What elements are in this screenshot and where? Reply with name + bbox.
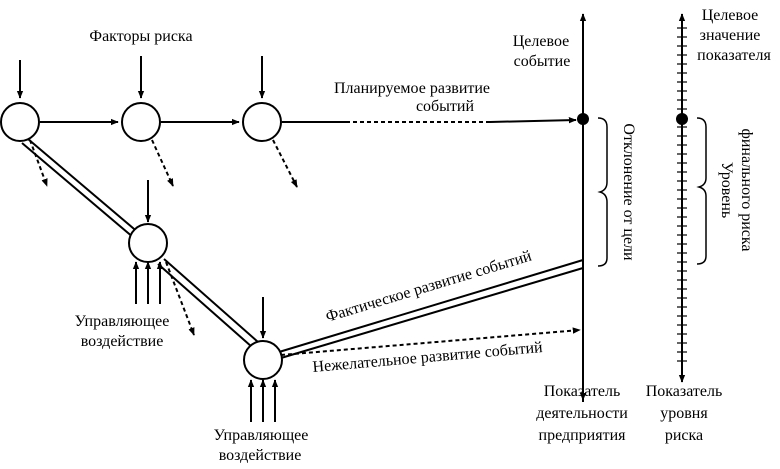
performance-axis-label-line2: деятельности xyxy=(536,405,628,422)
planned-label-line1: Планируемое развитие xyxy=(334,80,490,97)
control-label-1-line2: воздействие xyxy=(81,333,164,350)
event-node xyxy=(0,102,40,142)
control-label-2-line1: Управляющее xyxy=(214,427,309,444)
target-event-point xyxy=(577,113,589,125)
actual-path xyxy=(21,138,584,359)
dashed-branches xyxy=(29,139,298,336)
planned-label-line2: событий xyxy=(416,98,475,115)
performance-axis-label-line1: Показатель xyxy=(544,383,621,400)
undesired-path-arrow xyxy=(280,327,581,356)
target-event-label-line1: Целевое xyxy=(513,33,569,50)
event-node xyxy=(121,102,161,142)
deviation-label: Отклонение от цели xyxy=(620,123,637,261)
undesired-path-label: Нежелательное развитие событий xyxy=(312,339,544,376)
event-node xyxy=(128,223,168,263)
risk-factor-arrows xyxy=(16,56,267,339)
final-risk-brace xyxy=(696,117,707,265)
risk-level-axis xyxy=(677,13,687,383)
risk-axis-ticks xyxy=(677,27,687,362)
planned-path xyxy=(40,116,577,126)
event-node xyxy=(243,340,283,380)
control-label-2-line2: воздействие xyxy=(219,447,302,464)
risk-axis-label-line1: Показатель xyxy=(646,383,723,400)
target-value-label-line3: показателя xyxy=(697,47,771,64)
performance-axis-label-line3: предприятия xyxy=(539,427,627,444)
control-arrows-2 xyxy=(247,379,279,422)
target-value-label-line2: значение xyxy=(700,27,761,44)
control-label-1-line1: Управляющее xyxy=(75,313,170,330)
target-value-point xyxy=(676,113,688,125)
final-risk-label-line2: финального риска xyxy=(738,128,755,251)
risk-axis-label-line3: риска xyxy=(665,427,703,444)
event-node xyxy=(242,102,282,142)
risk-factors-label: Факторы риска xyxy=(89,28,192,45)
final-risk-label-line1: Уровень xyxy=(718,162,735,218)
risk-axis-label-line2: уровня xyxy=(660,405,708,422)
target-value-label-line1: Целевое xyxy=(702,7,758,24)
target-event-label-line2: событие xyxy=(514,53,571,70)
deviation-brace xyxy=(597,117,608,267)
control-arrows-1 xyxy=(132,261,164,304)
